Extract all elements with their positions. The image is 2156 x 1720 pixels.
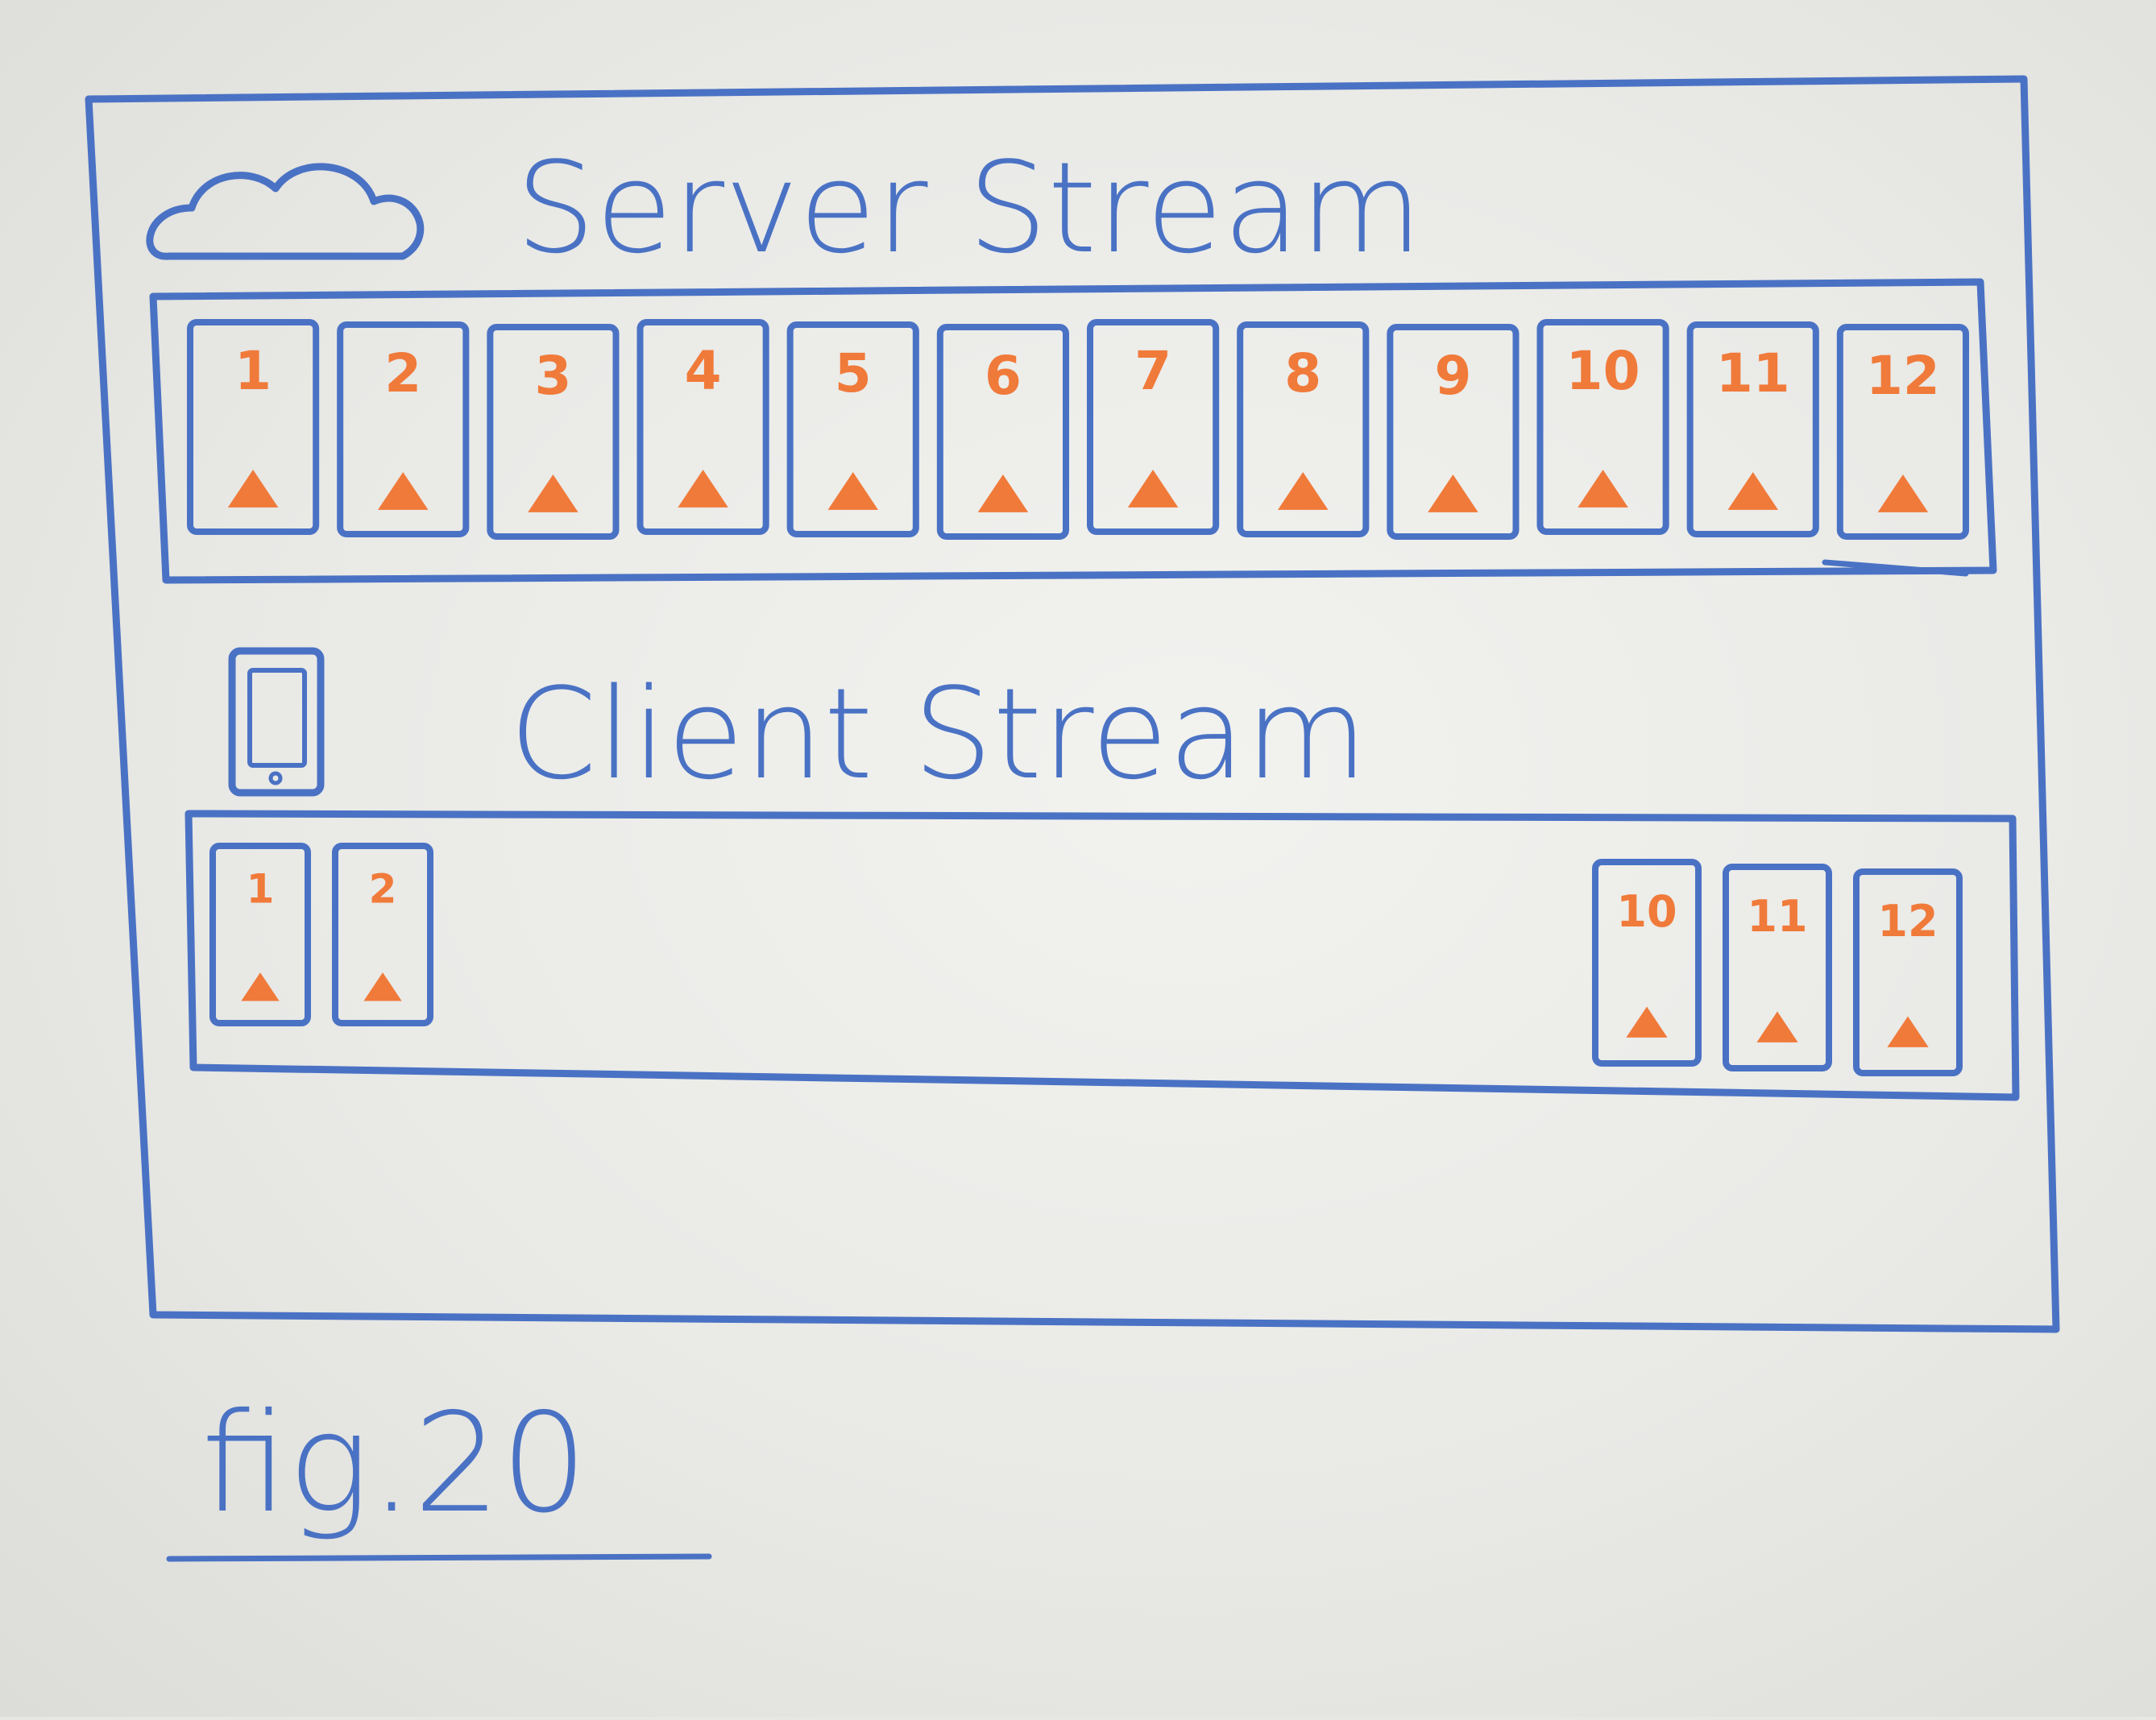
frame-number: 2 bbox=[384, 342, 421, 404]
frame-outline bbox=[1536, 319, 1669, 535]
frame-number: 1 bbox=[247, 865, 275, 912]
play-icon bbox=[1278, 472, 1329, 510]
caption-underline bbox=[166, 1553, 712, 1562]
frame-number: 10 bbox=[1566, 340, 1640, 402]
frame-outline bbox=[786, 321, 919, 537]
play-icon bbox=[1727, 472, 1778, 510]
server-frame-2: 2 bbox=[337, 321, 470, 537]
server-frame-12: 12 bbox=[1836, 324, 1969, 540]
server-stream-container bbox=[149, 278, 1997, 584]
frame-number: 12 bbox=[1866, 345, 1940, 407]
play-icon bbox=[1756, 1011, 1798, 1042]
frame-outline bbox=[187, 319, 320, 535]
server-frame-9: 9 bbox=[1387, 324, 1520, 540]
client-stream-container bbox=[185, 810, 2020, 1101]
server-frame-4: 4 bbox=[636, 319, 769, 535]
frame-number: 5 bbox=[835, 342, 872, 404]
play-icon bbox=[227, 470, 279, 508]
frame-number: 12 bbox=[1877, 896, 1938, 947]
server-frame-3: 3 bbox=[487, 324, 620, 540]
frame-outline bbox=[1836, 324, 1969, 540]
play-icon bbox=[363, 972, 402, 1001]
frame-number: 9 bbox=[1434, 345, 1471, 407]
server-frame-6: 6 bbox=[936, 324, 1070, 540]
play-icon bbox=[827, 472, 878, 510]
frame-outline bbox=[1686, 321, 1819, 537]
frame-outline bbox=[1853, 868, 1963, 1076]
server-frame-10: 10 bbox=[1536, 319, 1669, 535]
phone-icon bbox=[228, 647, 325, 797]
play-icon bbox=[1578, 470, 1628, 508]
frame-number: 11 bbox=[1747, 891, 1807, 942]
play-icon bbox=[378, 472, 429, 510]
frame-number: 6 bbox=[985, 345, 1022, 407]
server-frame-5: 5 bbox=[786, 321, 919, 537]
frame-outline bbox=[487, 324, 620, 540]
frame-outline bbox=[1723, 864, 1832, 1071]
server-container-double-line bbox=[1822, 559, 1969, 577]
frame-outline bbox=[1087, 319, 1220, 535]
client-frame-10: 10 bbox=[1592, 859, 1702, 1067]
frame-number: 4 bbox=[685, 340, 722, 402]
server-frame-8: 8 bbox=[1237, 321, 1370, 537]
play-icon bbox=[241, 972, 280, 1001]
figure-caption: fig.20 bbox=[201, 1384, 587, 1544]
server-frame-7: 7 bbox=[1087, 319, 1220, 535]
frame-number: 2 bbox=[369, 865, 397, 912]
frame-number: 1 bbox=[234, 340, 272, 402]
frame-outline bbox=[1387, 324, 1520, 540]
frame-outline bbox=[1592, 859, 1702, 1067]
server-frame-11: 11 bbox=[1686, 321, 1819, 537]
play-icon bbox=[678, 470, 728, 508]
frame-number: 10 bbox=[1616, 886, 1677, 937]
play-icon bbox=[1626, 1006, 1668, 1038]
client-frame-1: 1 bbox=[209, 843, 311, 1026]
play-icon bbox=[1877, 475, 1929, 512]
frame-number: 11 bbox=[1716, 342, 1790, 404]
server-frame-1: 1 bbox=[187, 319, 320, 535]
play-icon bbox=[1428, 475, 1478, 512]
frame-outline bbox=[337, 321, 470, 537]
frame-outline bbox=[332, 843, 433, 1026]
client-stream-title: Client Stream bbox=[509, 661, 1368, 807]
cloud-icon bbox=[146, 163, 425, 260]
frame-number: 3 bbox=[534, 345, 571, 407]
outer-frame bbox=[85, 75, 2060, 1333]
play-icon bbox=[1127, 470, 1179, 508]
frame-number: 8 bbox=[1284, 342, 1321, 404]
client-frame-11: 11 bbox=[1723, 864, 1832, 1071]
play-icon bbox=[977, 475, 1029, 512]
play-icon bbox=[528, 475, 578, 512]
frame-outline bbox=[1237, 321, 1370, 537]
frame-outline bbox=[209, 843, 311, 1026]
play-icon bbox=[1887, 1016, 1929, 1047]
frame-number: 7 bbox=[1134, 340, 1171, 402]
server-stream-title: Server Stream bbox=[516, 135, 1423, 281]
client-frame-12: 12 bbox=[1853, 868, 1963, 1076]
client-frame-2: 2 bbox=[332, 843, 433, 1026]
frame-outline bbox=[636, 319, 769, 535]
frame-outline bbox=[936, 324, 1070, 540]
